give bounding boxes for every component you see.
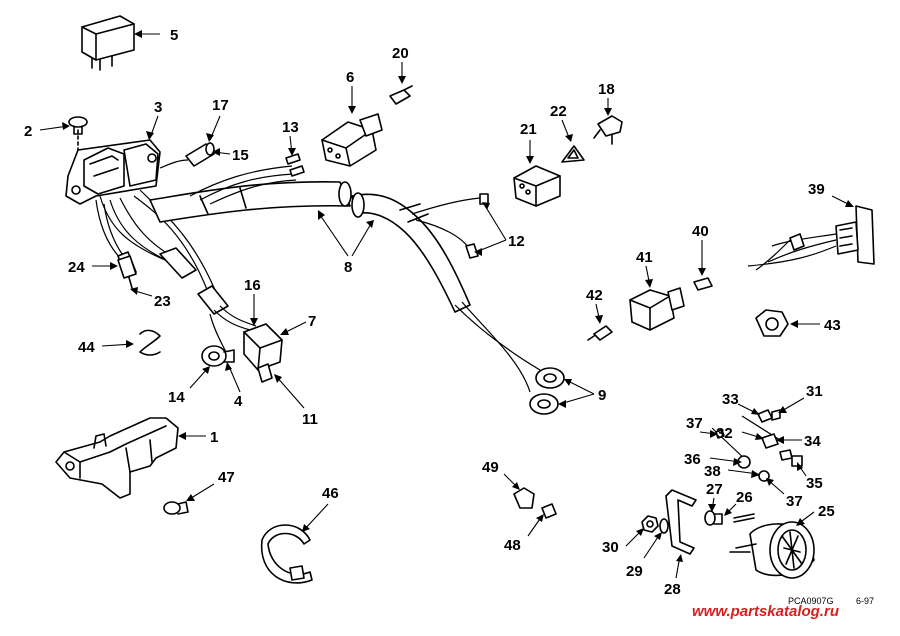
strap-part [260,524,313,584]
callout-35: 35 [806,475,823,492]
nut-washer-part [641,515,669,534]
callout-7: 7 [308,313,316,330]
wire-clip-part [139,329,161,356]
callout-43: 43 [824,317,841,334]
callout-6: 6 [346,69,354,86]
callout-1: 1 [210,429,218,446]
callout-29: 29 [626,563,643,580]
connector-housing-part [321,113,383,167]
callout-49: 49 [482,459,499,476]
callout-36: 36 [684,451,701,468]
callout-44: 44 [78,339,95,356]
callout-20: 20 [392,45,409,62]
callout-3: 3 [154,99,162,116]
callout-23: 23 [154,293,171,310]
callout-2: 2 [24,123,32,140]
switch-assembly-part [65,129,161,205]
drawing-date: 6-97 [856,596,874,606]
plug-connector-part [629,287,685,331]
footer: PCA0907G 6-97 www.partskatalog.ru [692,596,874,620]
lamp-socket-part [201,345,235,367]
callout-41: 41 [636,249,653,266]
gauge-bracket-part [665,489,697,555]
boot-part [159,142,215,169]
callout-31: 31 [806,383,823,400]
callout-13: 13 [282,119,299,136]
screw-part [68,116,88,135]
callout-21: 21 [520,121,537,138]
callout-14: 14 [168,389,185,406]
rocker-switch-part [747,205,875,271]
callout-17: 17 [212,97,229,114]
hex-nut-part [755,309,789,337]
bullet-connector-part [117,255,137,279]
callout-47: 47 [218,469,235,486]
relay-part [81,15,135,71]
seal-part [561,145,585,163]
wire-terminal-part [593,115,623,145]
callout-25: 25 [818,503,835,520]
bracket-part [55,417,179,499]
callout-22: 22 [550,103,567,120]
small-clip-part [513,487,557,519]
drawing-code: PCA0907G [788,596,834,606]
callout-8: 8 [344,259,352,276]
harness-sleeve-part [149,165,489,313]
callout-39: 39 [808,181,825,198]
callout-37-lower: 37 [786,493,803,510]
socket-housing-part [513,165,561,207]
callout-28: 28 [664,581,681,598]
callout-11: 11 [302,411,318,428]
connector-block-part [243,323,283,383]
callout-16: 16 [244,277,261,294]
callout-42: 42 [586,287,603,304]
pin-part [587,325,613,341]
callout-27: 27 [706,481,723,498]
callout-5: 5 [170,27,178,44]
callout-labels: 5 2 3 17 15 13 6 20 8 12 21 22 18 39 40 … [24,27,841,598]
callout-34: 34 [804,433,821,450]
callout-46: 46 [322,485,339,502]
callout-33: 33 [722,391,739,408]
leader-lines [39,30,854,579]
fitting-assembly-part [711,409,803,482]
callout-26: 26 [736,489,753,506]
pin-terminal-part [389,85,413,105]
website-watermark: www.partskatalog.ru [692,603,839,620]
callout-37-top: 37 [686,415,703,432]
callout-18: 18 [598,81,615,98]
callout-48: 48 [504,537,521,554]
gauge-screw-part [704,510,755,526]
bolt-part [163,501,189,515]
callout-15: 15 [232,147,249,164]
callout-32: 32 [716,425,733,442]
wire-terminals-part [285,153,305,177]
callout-30: 30 [602,539,619,556]
callout-40: 40 [692,223,709,240]
callout-38: 38 [704,463,721,480]
callout-24: 24 [68,259,85,276]
callout-9: 9 [598,387,606,404]
callout-4: 4 [234,393,243,410]
callout-12: 12 [508,233,525,250]
gauge-part [729,521,815,579]
spade-terminal-part [693,277,713,291]
ring-terminal-part [454,301,565,415]
